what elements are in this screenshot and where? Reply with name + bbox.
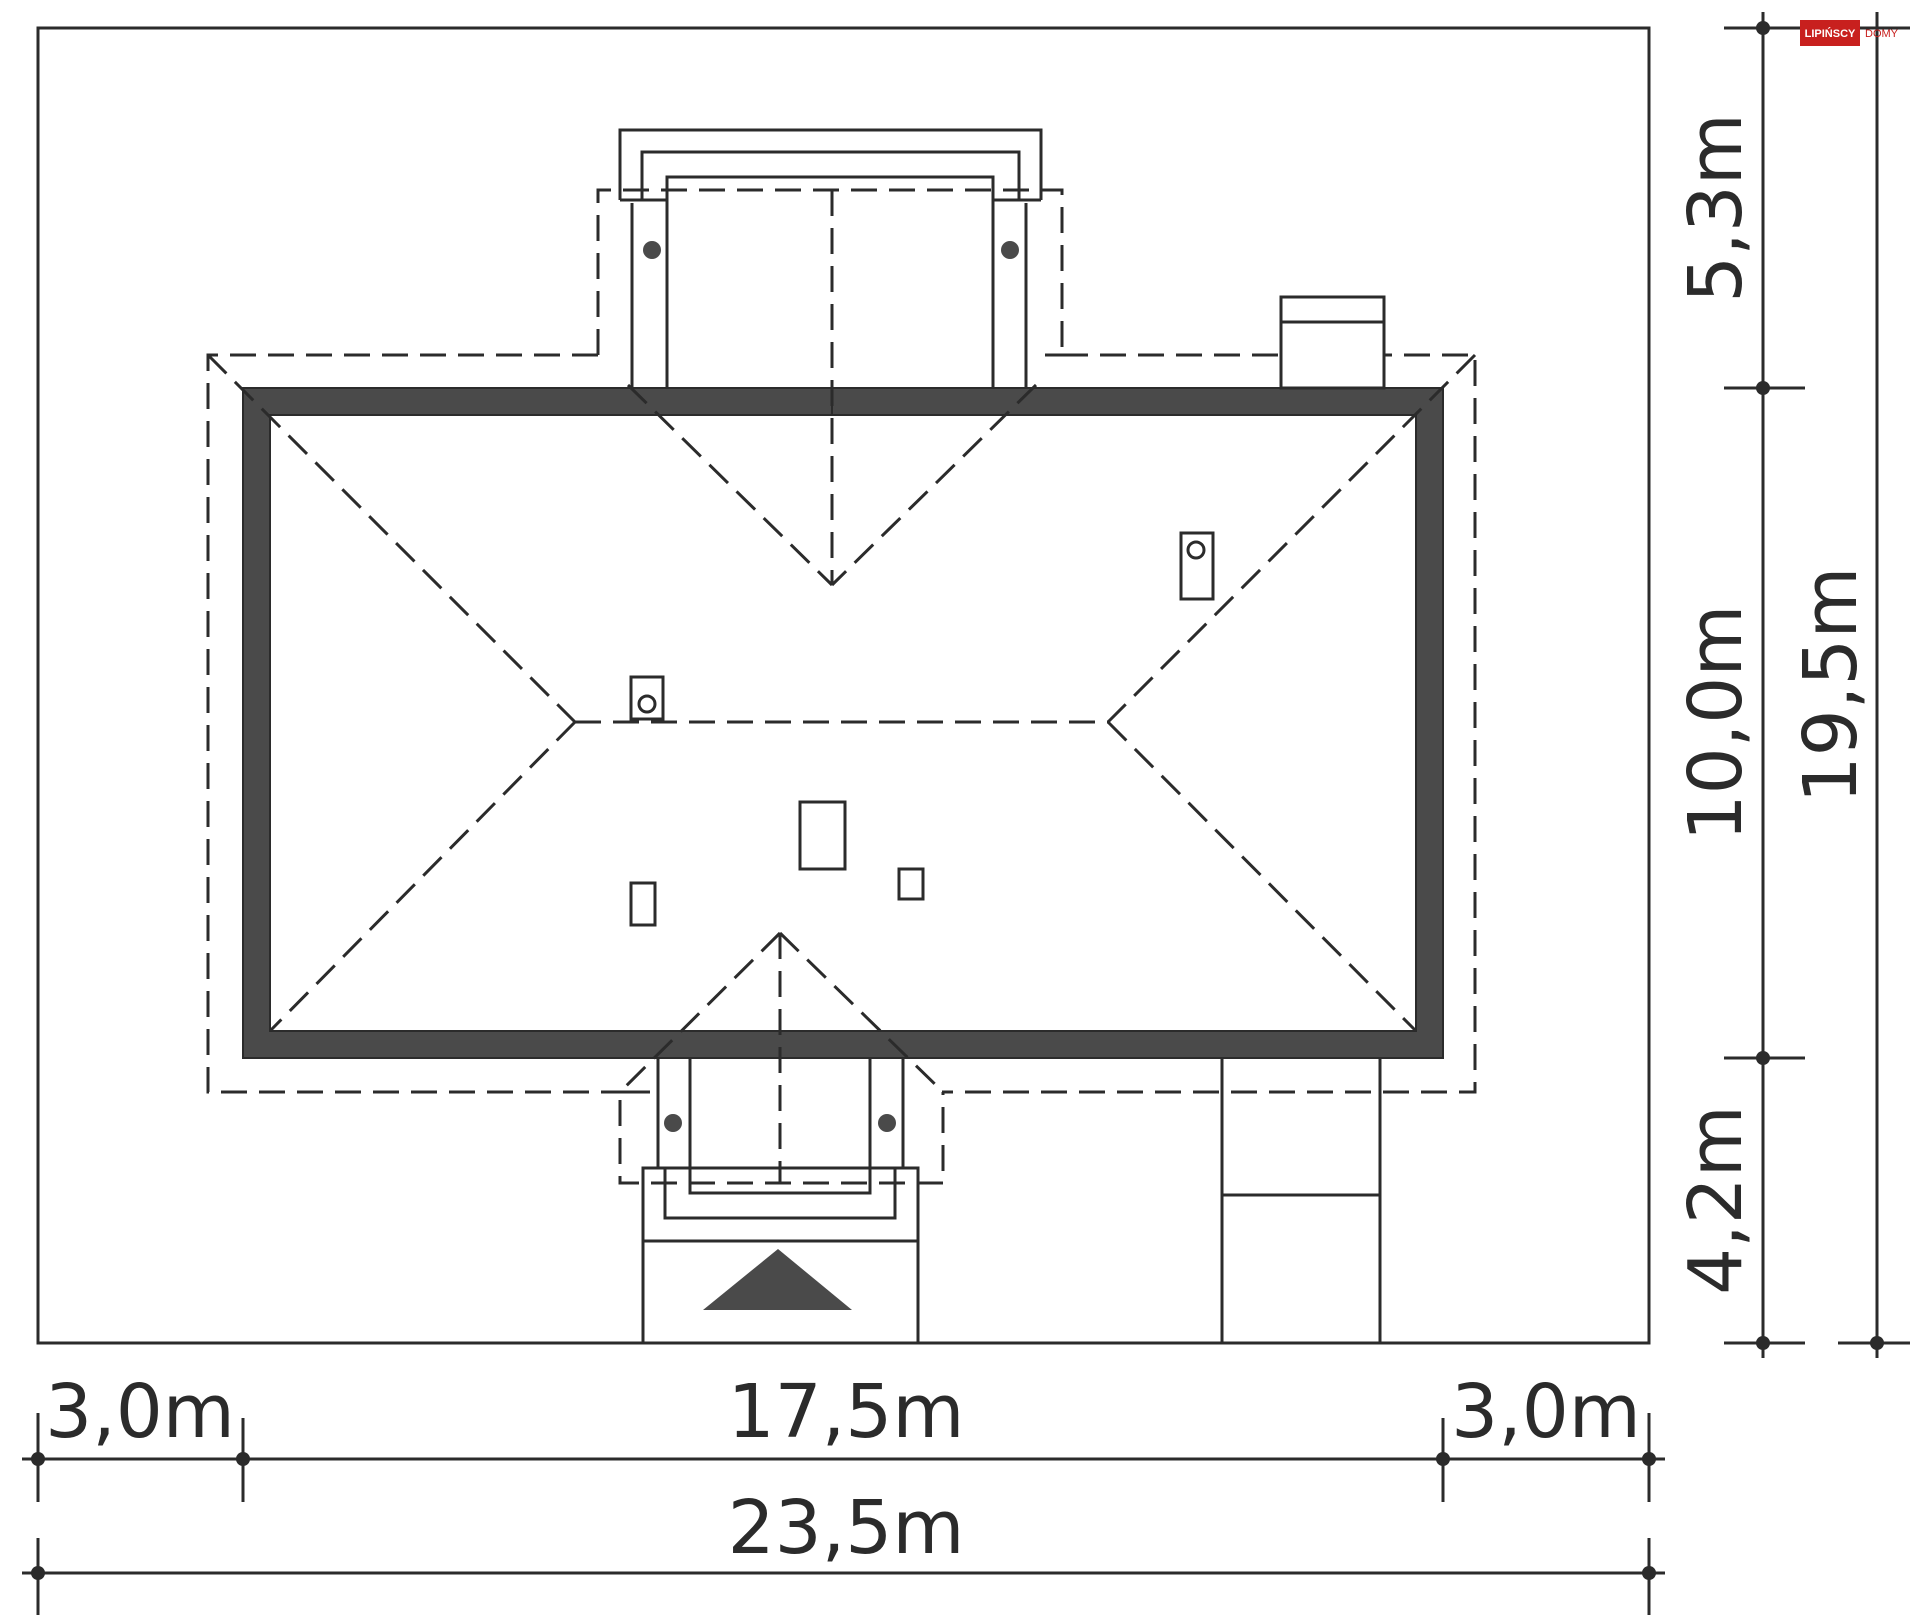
south-porch [641, 1058, 920, 1243]
brand-logo: LIPIŃSCY DOMY [1800, 20, 1899, 46]
dimension-label-right-setback: 3,0m [1451, 1369, 1641, 1455]
horizontal-dimension-lines [22, 1413, 1665, 1615]
dimension-label-top-setback: 5,3m [1673, 113, 1759, 303]
entrance-arrow-icon [703, 1249, 852, 1310]
porch-column-dot [878, 1114, 896, 1132]
svg-text:LIPIŃSCY: LIPIŃSCY [1805, 27, 1856, 40]
north-porch [618, 128, 1043, 388]
garage-outline [1220, 1058, 1382, 1343]
dimension-tick-dots [31, 1452, 1656, 1580]
dimension-label-plot-depth: 19,5m [1788, 567, 1874, 804]
entrance-path [641, 1241, 920, 1343]
porch-column-dot [643, 241, 661, 259]
dimension-label-plot-width: 23,5m [728, 1485, 965, 1571]
dimension-label-house-depth: 10,0m [1673, 605, 1759, 842]
roof-vents [629, 531, 1215, 927]
porch-column-dot [664, 1114, 682, 1132]
roof-overhang-outline [206, 188, 1477, 1185]
plot-boundary [36, 26, 1651, 1345]
chimney [1279, 295, 1386, 390]
dimension-label-bottom-setback: 4,2m [1673, 1105, 1759, 1295]
roof-ridge-lines [206, 190, 1477, 1183]
dimension-label-left-setback: 3,0m [45, 1369, 235, 1455]
dimension-label-house-width: 17,5m [728, 1369, 965, 1455]
dimension-tick-dots [1756, 21, 1884, 1350]
svg-text:DOMY: DOMY [1865, 28, 1899, 40]
porch-column-dot [1001, 241, 1019, 259]
